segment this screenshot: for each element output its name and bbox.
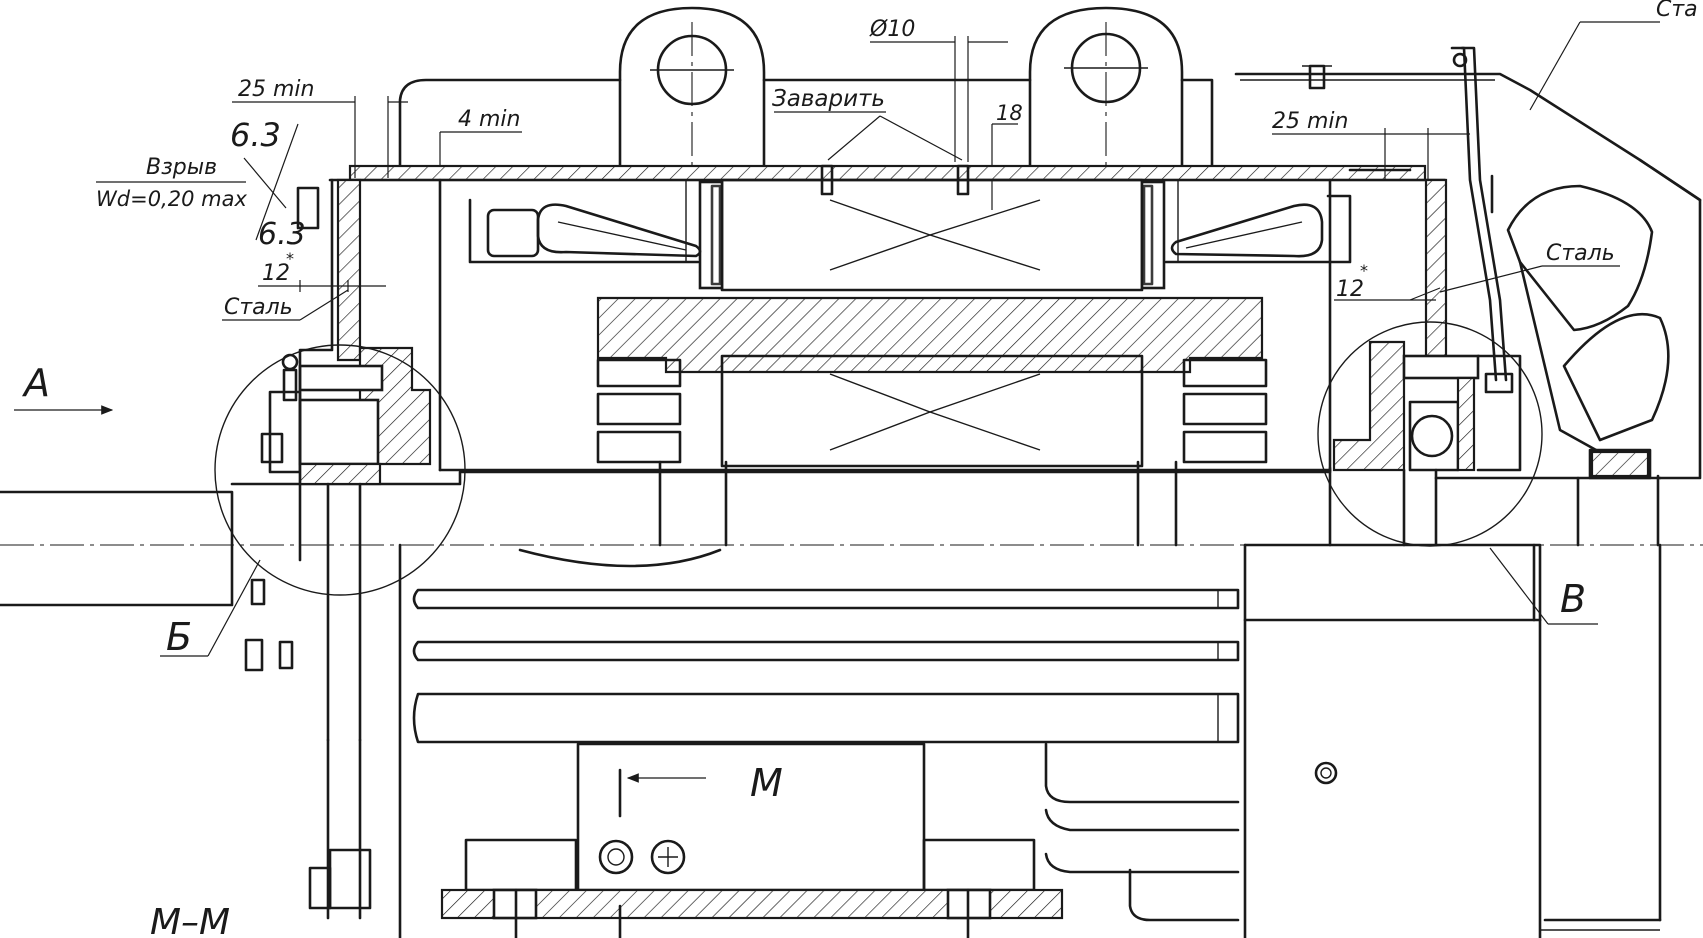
cooling-fins [398, 543, 1247, 938]
label-star-left: * [286, 249, 294, 268]
label-section-mm: М–М [150, 902, 230, 938]
end-winding-left [468, 180, 702, 264]
lifting-eye-left [618, 6, 766, 170]
label-18: 18 [996, 101, 1023, 125]
label-gap: Wd=0,20 max [96, 187, 247, 211]
label-4min: 4 min [458, 107, 520, 132]
label-25min-left: 25 min [238, 77, 314, 102]
lifting-eye-right [1028, 6, 1184, 170]
label-roughness-bottom: 6.3 [258, 217, 306, 252]
label-detail-b: Б [166, 615, 192, 659]
label-phi10: Ø10 [869, 17, 915, 42]
label-star-right: * [1360, 261, 1368, 280]
label-material-left: Сталь [224, 295, 293, 320]
label-25min-right: 25 min [1272, 109, 1348, 134]
label-material-right: Сталь [1546, 241, 1615, 266]
text-labels: 25 min 4 min Ø10 18 Заварить 25 min Ста … [21, 0, 1698, 938]
left-end-shield [214, 178, 466, 742]
detail-circle-b [214, 344, 466, 596]
stator-core [698, 164, 1166, 292]
end-winding-right [1164, 180, 1352, 264]
label-material-top-right: Ста [1656, 0, 1698, 22]
label-roughness-top: 6.3 [230, 116, 281, 154]
mounting-foot [308, 738, 1064, 938]
dimension-lines [96, 21, 1660, 657]
label-12-left: 12 [262, 261, 290, 286]
rotor [596, 296, 1268, 468]
terminal-box [1243, 543, 1662, 938]
label-12-right: 12 [1336, 277, 1364, 302]
shaft [0, 460, 1703, 607]
label-explosion: Взрыв [146, 155, 217, 180]
label-section-m: М [750, 761, 783, 805]
label-detail-v: В [1560, 577, 1586, 621]
label-weld: Заварить [772, 86, 885, 112]
fan [1506, 158, 1702, 547]
label-view-a: А [21, 361, 50, 405]
section-line-m [618, 768, 706, 938]
